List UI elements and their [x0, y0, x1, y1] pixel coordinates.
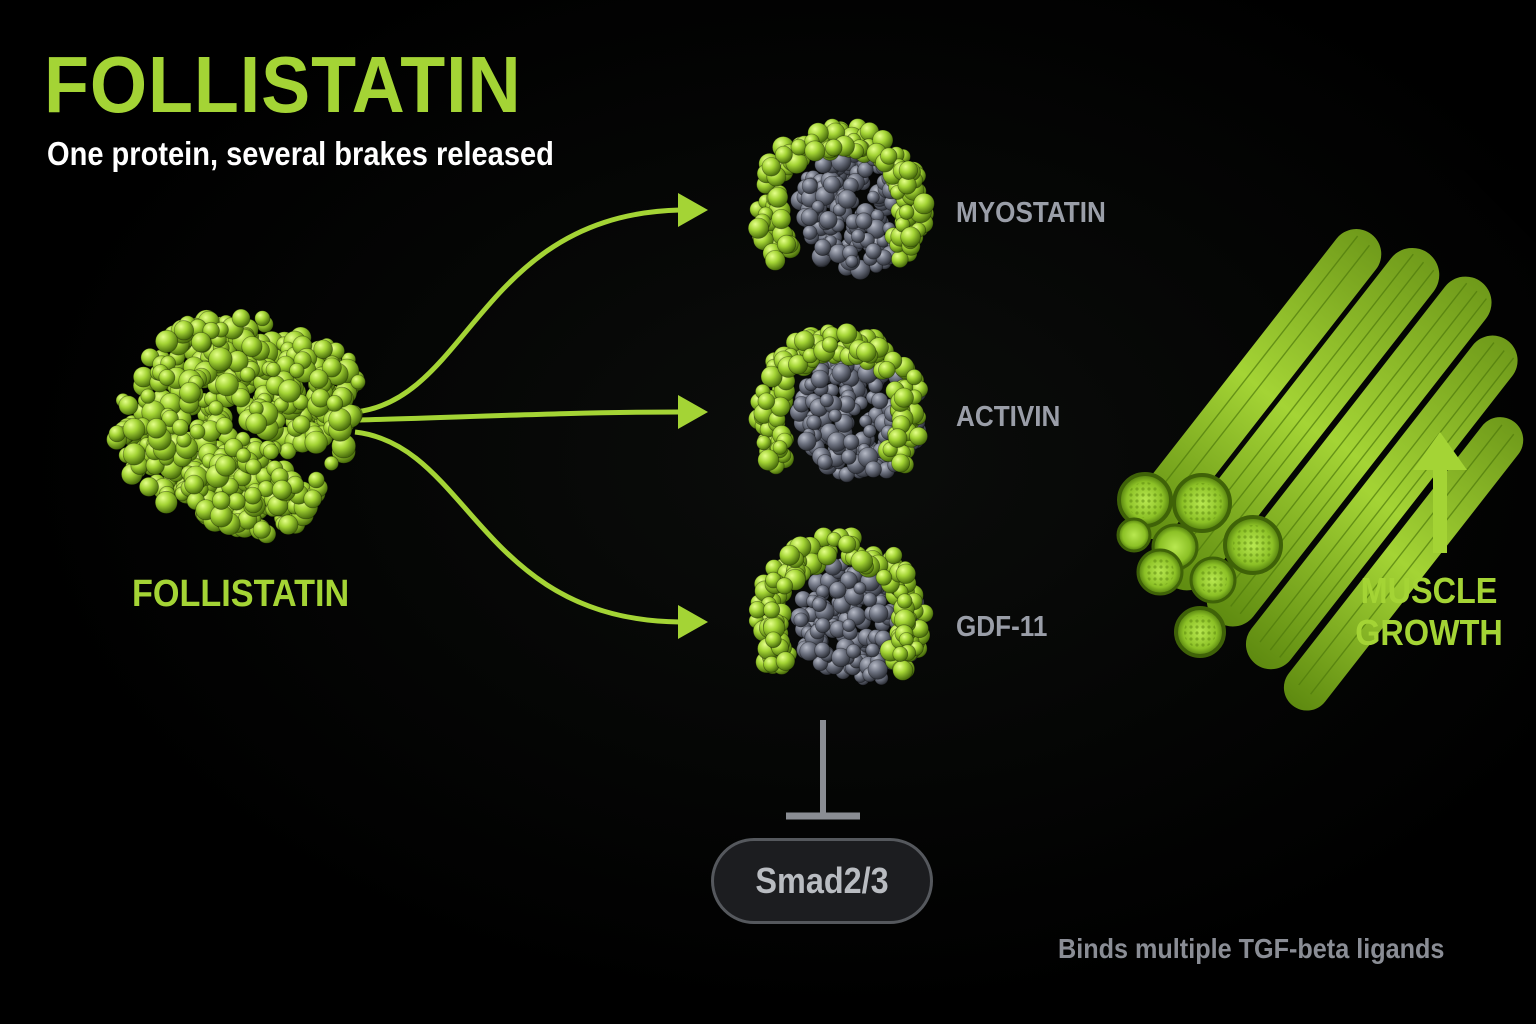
muscle-fiber-bundle-icon: [1116, 170, 1536, 711]
footnote: Binds multiple TGF-beta ligands: [1058, 933, 1445, 964]
arrowhead-activin: [678, 395, 708, 429]
arrow-to-gdf11: [354, 429, 681, 625]
fiber-cross-sections: [1116, 472, 1283, 658]
ligand-label-activin: ACTIVIN: [956, 401, 1061, 433]
page-title: FOLLISTATIN: [44, 40, 522, 129]
muscle-growth-label: MUSCLE GROWTH: [1355, 570, 1503, 653]
arrow-to-activin: [357, 409, 681, 423]
up-arrow-icon: [1413, 432, 1467, 553]
smad-label: Smad2/3: [755, 860, 889, 901]
inhibition-bar-icon: [786, 720, 860, 820]
ligand-label-gdf11: GDF-11: [956, 611, 1048, 643]
follistatin-protein-cluster-icon: [106, 308, 366, 544]
binding-arrows: [354, 193, 708, 639]
source-protein-label: FOLLISTATIN: [132, 573, 350, 615]
follistatin-bound-ligand-icon: [748, 527, 934, 686]
follistatin-bound-ligand-icon: [748, 322, 929, 483]
page-subtitle: One protein, several brakes released: [47, 135, 554, 172]
arrow-to-myostatin: [354, 207, 681, 415]
smad-node: Smad2/3: [711, 838, 933, 924]
arrowhead-myostatin: [678, 193, 708, 227]
arrowhead-gdf11: [678, 605, 708, 639]
follistatin-bound-ligand-icon: [747, 118, 935, 281]
ligand-label-myostatin: MYOSTATIN: [956, 197, 1106, 229]
